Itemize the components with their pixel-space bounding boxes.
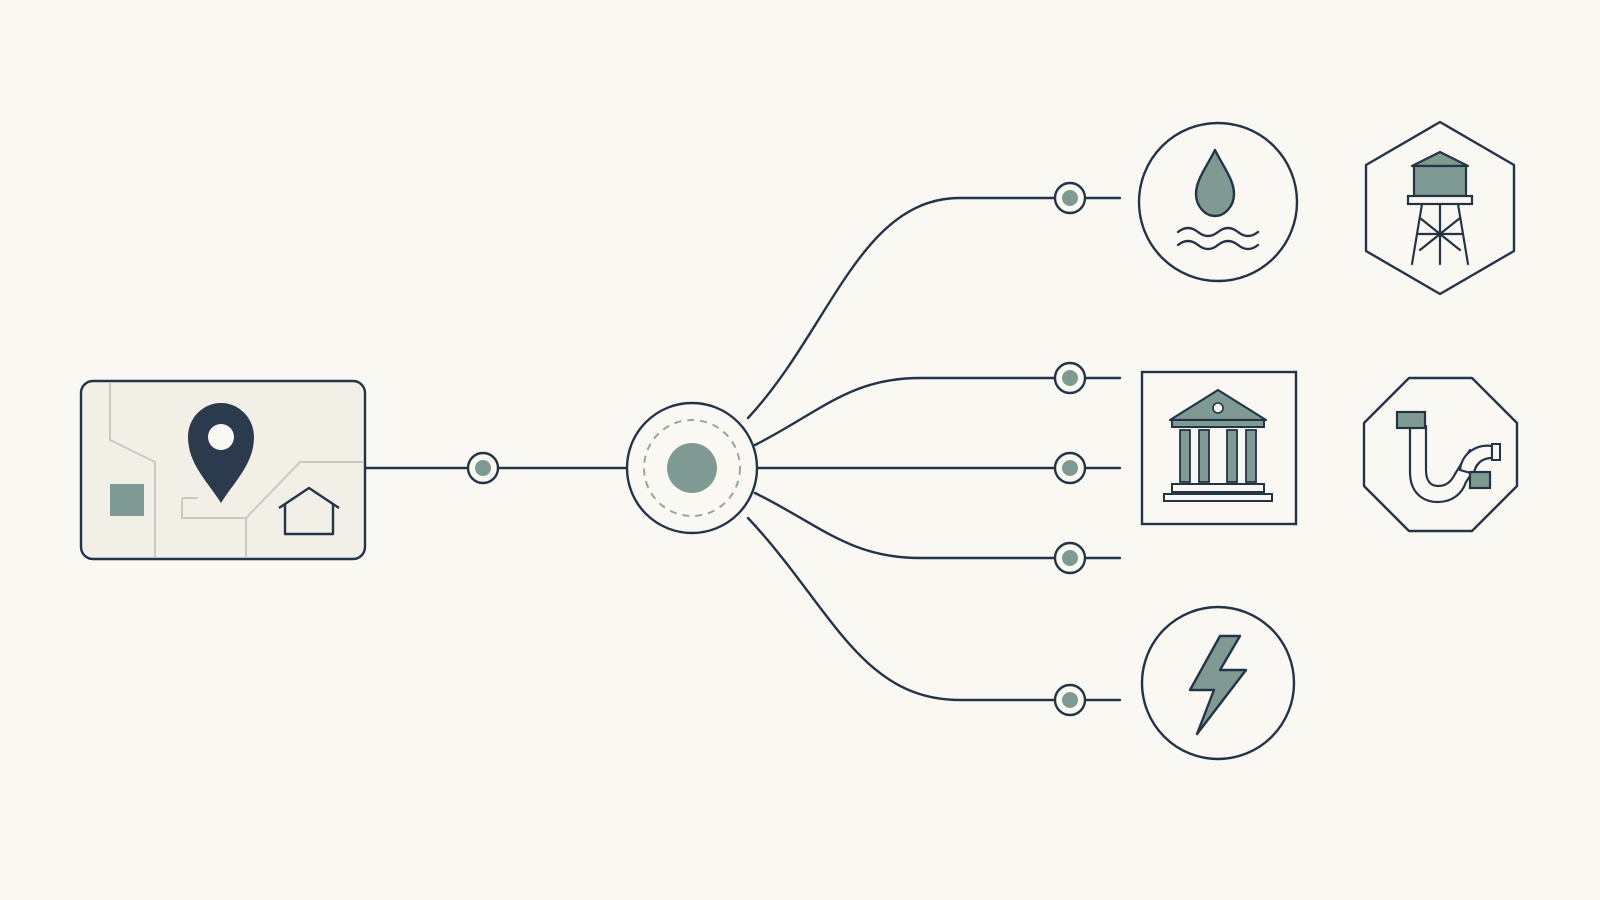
- location-map-card: [79, 379, 367, 561]
- pipe-icon: [1395, 410, 1501, 504]
- connector-dot-icon: [1053, 361, 1087, 395]
- branch-upper: [753, 376, 1122, 447]
- map-block-marker: [110, 484, 144, 516]
- electricity-node: [1140, 605, 1296, 761]
- connector-dots: [466, 181, 1087, 717]
- sewer-pipe-node: [1362, 376, 1519, 533]
- branch-top: [746, 196, 1122, 420]
- lightning-bolt-icon: [1188, 634, 1248, 736]
- connector-dot-icon: [466, 451, 500, 485]
- branch-bottom: [746, 516, 1122, 702]
- connector-dot-icon: [1053, 451, 1087, 485]
- map-roads: [109, 383, 363, 557]
- connector-dot-icon: [1053, 181, 1087, 215]
- house-icon: [278, 486, 340, 536]
- central-hub: [625, 401, 759, 535]
- bank-building-icon: [1163, 388, 1273, 502]
- connector-dot-icon: [1053, 541, 1087, 575]
- water-source-node: [1137, 121, 1299, 283]
- connector-dot-icon: [1053, 683, 1087, 717]
- branch-lower: [753, 491, 1122, 560]
- government-building-node: [1140, 370, 1298, 526]
- map-pin-icon: [188, 403, 254, 503]
- water-tower-node: [1364, 120, 1516, 296]
- connection-lines: [362, 196, 1122, 702]
- water-tower-icon: [1406, 150, 1474, 266]
- water-drop-waves-icon: [1176, 148, 1260, 251]
